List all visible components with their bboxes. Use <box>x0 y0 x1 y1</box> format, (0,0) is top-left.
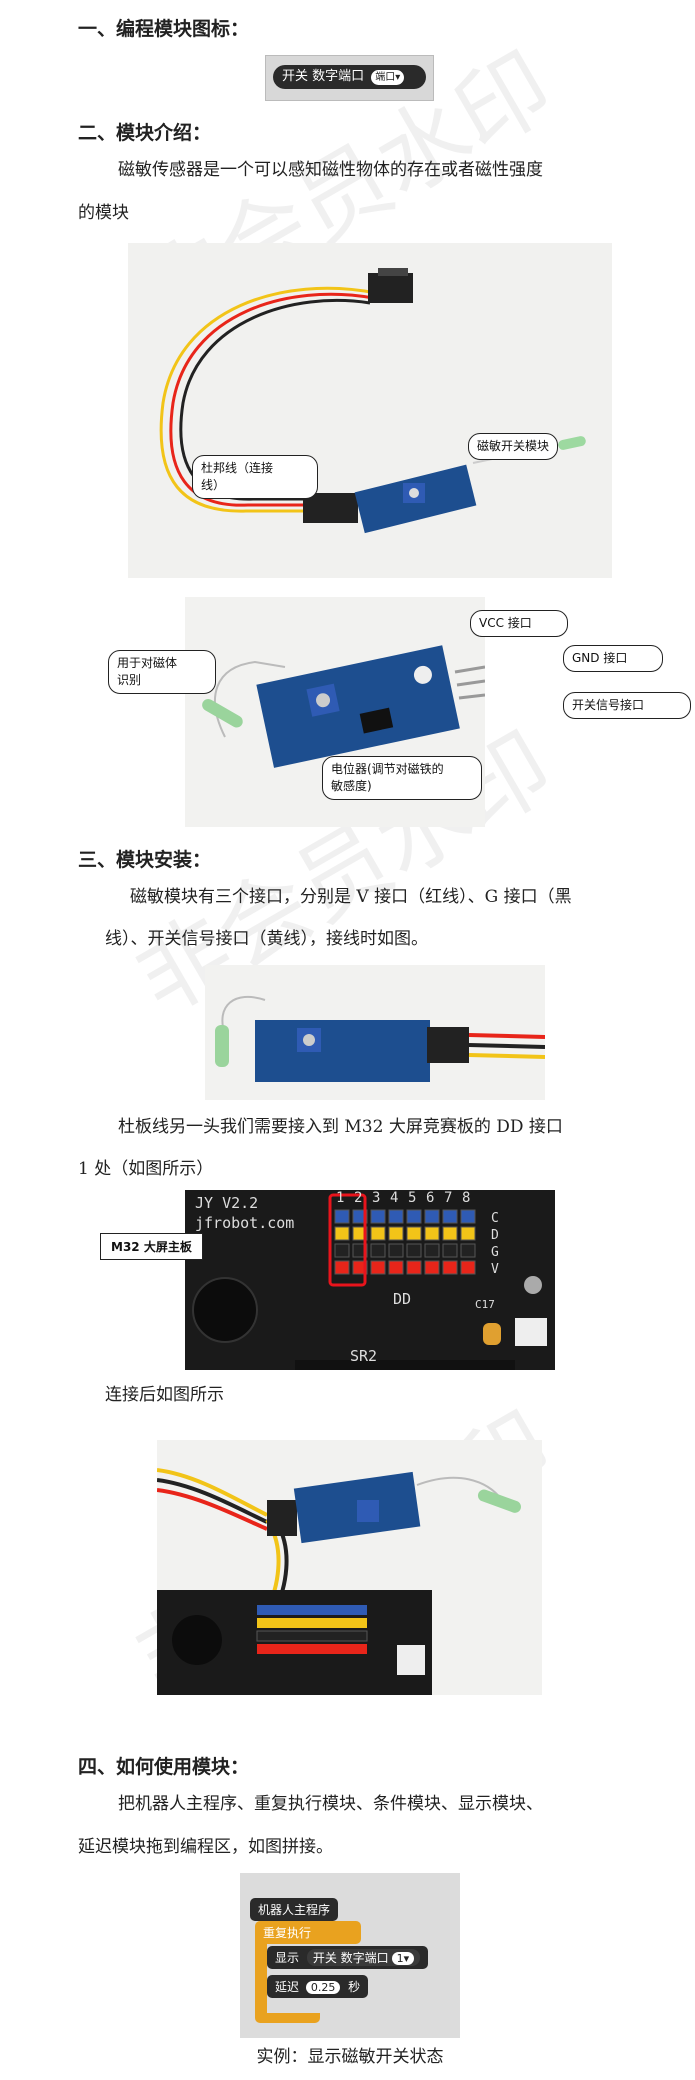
section-heading: 二、模块介绍： <box>78 122 212 144</box>
callout-signal: 开关信号接口 <box>563 692 691 719</box>
delay-block[interactable]: 延迟 0.25 秒 <box>267 1975 369 1998</box>
pin-header <box>370 1243 386 1258</box>
pin-header <box>370 1209 386 1224</box>
pin-number: 4 <box>390 1190 399 1206</box>
paragraph: 延迟模块拖到编程区，如图拼接。 <box>78 1837 333 1857</box>
pin-header <box>334 1260 350 1275</box>
pin-header <box>334 1243 350 1258</box>
block-label: 开关 数字端口 <box>282 69 365 84</box>
pin-header <box>460 1243 476 1258</box>
pin-header <box>460 1209 476 1224</box>
pin-number: 7 <box>444 1190 453 1206</box>
pin-number: 1 <box>336 1190 345 1206</box>
pin-header <box>388 1209 404 1224</box>
pin-header <box>424 1209 440 1224</box>
paragraph: 的模块 <box>78 203 129 223</box>
pin-header <box>424 1243 440 1258</box>
pin-header <box>388 1226 404 1241</box>
callout-potentiometer: 电位器(调节对磁铁的 敏感度) <box>322 756 482 800</box>
pin-number: 3 <box>372 1190 381 1206</box>
section-heading: 三、模块安装： <box>78 849 212 871</box>
pin-number: 6 <box>426 1190 435 1206</box>
pin-header <box>442 1243 458 1258</box>
paragraph: 1 处（如图所示） <box>78 1159 214 1179</box>
repeat-block[interactable]: 重复执行 <box>255 1921 361 1944</box>
row-label: G <box>491 1245 499 1260</box>
connected-photo <box>157 1440 542 1695</box>
dd-label: DD <box>393 1290 412 1308</box>
module-photo: 杜邦线（连接 线） 磁敏开关模块 <box>128 243 612 578</box>
pin-header <box>424 1260 440 1275</box>
pin-header <box>334 1226 350 1241</box>
pin-header <box>406 1226 422 1241</box>
port-dropdown[interactable]: 1▾ <box>391 1952 415 1965</box>
paragraph: 连接后如图所示 <box>105 1385 224 1405</box>
paragraph: 磁敏传感器是一个可以感知磁性物体的存在或者磁性强度 <box>118 160 543 180</box>
pin-header <box>370 1226 386 1241</box>
pin-number: 5 <box>408 1190 417 1206</box>
main-program-block[interactable]: 机器人主程序 <box>250 1898 339 1921</box>
callout-cable: 杜邦线（连接 线） <box>192 455 318 499</box>
pin-header <box>424 1226 440 1241</box>
pin-header <box>406 1243 422 1258</box>
figure-caption: 实例：显示磁敏开关状态 <box>256 2047 444 2067</box>
paragraph: 磁敏模块有三个接口，分别是 V 接口（红线）、G 接口（黑 <box>130 887 572 907</box>
pin-header <box>442 1209 458 1224</box>
callout-gnd: GND 接口 <box>563 645 663 672</box>
sr-label: SR2 <box>350 1347 378 1365</box>
pin-header <box>460 1226 476 1241</box>
pin-header <box>406 1260 422 1275</box>
delay-value-input[interactable]: 0.25 <box>305 1981 341 1994</box>
board-version: JY V2.2 <box>195 1194 259 1212</box>
row-label: V <box>491 1262 499 1277</box>
section-heading: 四、如何使用模块： <box>78 1756 250 1778</box>
pin-header <box>370 1260 386 1275</box>
pin-header <box>460 1260 476 1275</box>
repeat-block-arm <box>255 1939 267 2017</box>
callout-vcc: VCC 接口 <box>470 610 568 637</box>
pin-header <box>442 1260 458 1275</box>
pin-header <box>388 1243 404 1258</box>
callout-sense: 用于对磁体 识别 <box>108 650 216 694</box>
pin-header <box>334 1209 350 1224</box>
paragraph: 把机器人主程序、重复执行模块、条件模块、显示模块、 <box>118 1794 543 1814</box>
pin-number: 8 <box>462 1190 471 1206</box>
callout-m32-board: M32 大屏主板 <box>100 1233 203 1260</box>
paragraph: 线）、开关信号接口（黄线），接线时如图。 <box>105 929 428 949</box>
pin-header <box>442 1226 458 1241</box>
section-heading: 一、编程模块图标： <box>78 18 250 40</box>
paragraph: 杜板线另一头我们需要接入到 M32 大屏竞赛板的 DD 接口 <box>118 1117 563 1137</box>
callout-module: 磁敏开关模块 <box>468 433 559 460</box>
port-dropdown[interactable]: 端口▾ <box>371 70 405 85</box>
programming-block-icon: 开关 数字端口 端口▾ <box>265 55 434 101</box>
repeat-block-end <box>255 2013 320 2023</box>
row-label: C <box>491 1211 499 1226</box>
pin-header <box>406 1209 422 1224</box>
c17-label: C17 <box>475 1298 495 1311</box>
wiring-photo <box>205 965 545 1100</box>
pin-number: 2 <box>354 1190 363 1206</box>
board-url: jfrobot.com <box>195 1214 295 1232</box>
row-label: D <box>491 1228 499 1243</box>
pin-header <box>388 1260 404 1275</box>
